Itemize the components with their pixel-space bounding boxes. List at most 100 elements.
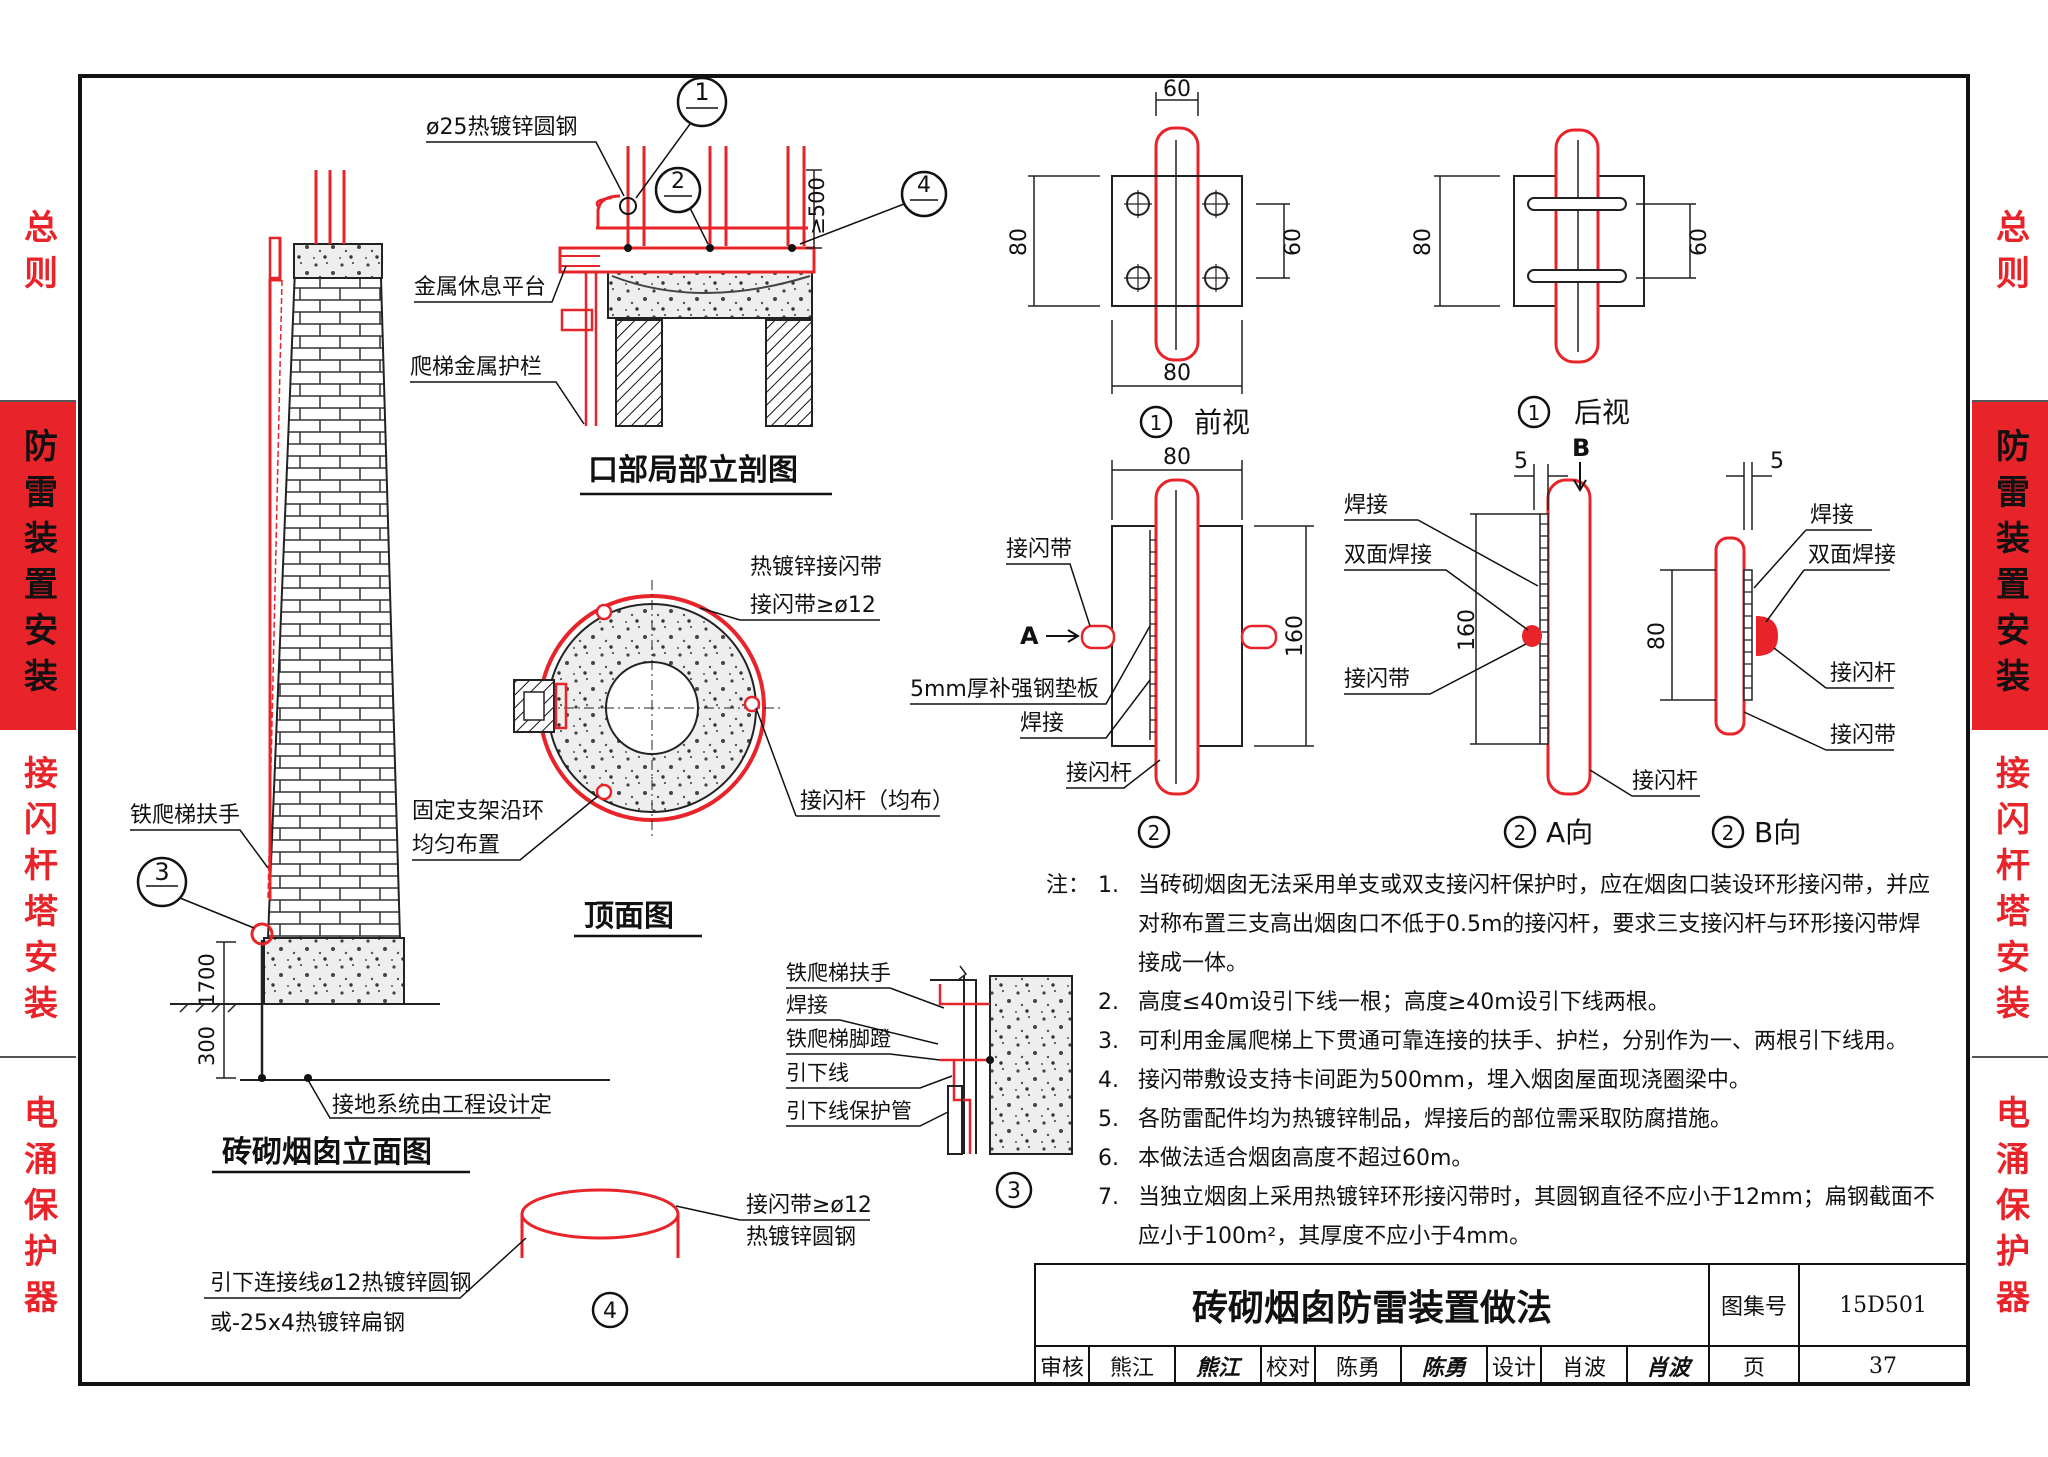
chimney-elevation: 1700 300 3 铁爬梯扶手 接地系统由工程设计定 砖砌烟囱立面图 [130,170,610,1174]
d2b-label: B向 [1754,816,1801,849]
page-number: 37 [1869,1353,1897,1379]
chimney-cap [293,243,383,279]
top-view: 热镀锌接闪带 接闪带≥ø12 固定支架沿环 均匀布置 接闪杆（均布） 顶面图 [412,555,954,938]
page-label: 页 [1742,1356,1765,1381]
elevation-title: 砖砌烟囱立面图 [222,1135,432,1170]
detail-3: 铁爬梯扶手 焊接 铁爬梯脚蹬 引下线 引下线保护管 3 [786,961,1073,1209]
d2-num: 2 [1148,821,1161,845]
note-text: 各防雷配件均为热镀锌制品，焊接后的部位需采取防腐措施。 [1138,1107,1733,1132]
checker-signature: 陈勇 [1421,1355,1466,1381]
d2b-num: 2 [1722,821,1735,845]
tab-general-right[interactable]: 总则 [1972,110,2048,400]
ladder-guardrail [584,272,598,426]
d4-num: 4 [603,1299,617,1324]
lightning-rod-tops [314,170,346,244]
callout-3-circle [136,856,188,908]
tab-divider [0,400,76,402]
front-dim-right: 60 [1281,228,1306,256]
title-block: 砖砌烟囱防雷装置做法 图集号 15D501 审核 熊江 熊江 校对 陈勇 陈勇 … [1034,1263,1968,1385]
designer-signature: 肖波 [1645,1355,1690,1381]
d2a-num: 2 [1514,821,1527,845]
d2a-dim160: 160 [1455,609,1480,651]
label-rod-uniform: 接闪杆（均布） [800,789,954,814]
d2-rod: 接闪杆 [1066,761,1132,786]
d2a-dim5: 5 [1514,449,1528,474]
note-text: 高度≤40m设引下线一根；高度≥40m设引下线两根。 [1138,990,1670,1015]
tab-lightning-right[interactable]: 防雷装置安装 [1972,402,2048,730]
reviewer-signature: 熊江 [1195,1355,1240,1381]
label-grounding: 接地系统由工程设计定 [332,1093,552,1118]
back-num: 1 [1528,401,1541,425]
tab-tower-left[interactable]: 接闪杆塔安装 [0,730,76,1056]
note-item: 7.当独立烟囱上采用热镀锌环形接闪带时，其圆钢直径不应小于12mm；扁钢截面不应… [1098,1185,1935,1249]
drawing-title: 砖砌烟囱防雷装置做法 [1036,1265,1710,1345]
tab-tower-label: 接闪杆塔安装 [17,755,58,1031]
metal-platform [558,246,816,274]
tab-divider [1972,400,2048,402]
note-item: 1.当砖砌烟囱无法采用单支或双支接闪杆保护时，应在烟囱口装设环形接闪带，并应对称… [1098,873,1931,976]
tab-tower-label: 接闪杆塔安装 [1989,755,2030,1031]
d2-plate: 5mm厚补强钢垫板 [910,677,1099,702]
callout-2-num: 2 [671,169,685,194]
front-dim-left: 80 [1007,228,1032,256]
d3-downlead: 引下线 [786,1061,849,1085]
d2a-b-mark: B [1572,434,1590,462]
section-title: 口部局部立剖图 [588,453,798,488]
tab-spd-label: 电涌保护器 [1989,1095,2030,1325]
label-platform: 金属休息平台 [414,275,546,300]
tab-general-left[interactable]: 总则 [0,110,76,400]
note-text: 当独立烟囱上采用热镀锌环形接闪带时，其圆钢直径不应小于12mm；扁钢截面不应小于… [1138,1185,1935,1249]
front-dim-bottom: 80 [1163,361,1191,386]
tab-spd-left[interactable]: 电涌保护器 [0,1060,76,1360]
tab-lightning-label: 防雷装置安装 [17,428,58,704]
atlas-label: 图集号 [1720,1295,1787,1320]
section-cap [607,271,813,319]
top-view-title: 顶面图 [584,899,674,934]
detail-2a: 5 B 160 焊接 双面焊接 接闪带 接闪杆 2 A向 [1344,434,1700,849]
callout-4-num: 4 [917,173,931,198]
chimney-foundation [263,937,405,1005]
d2b-rod: 接闪杆 [1830,661,1896,686]
dim-500: ≥500 [805,177,829,235]
d2-a-mark: A [1020,622,1039,650]
d2b-band: 接闪带 [1830,723,1896,748]
d3-weld: 焊接 [786,993,828,1017]
callout-1-num: 1 [694,78,709,106]
drawing-frame [78,74,1970,1386]
notes-head: 注： [1046,873,1091,898]
label-band-spec: 接闪带≥ø12 [750,593,876,618]
front-num: 1 [1150,411,1163,435]
front-view: 60 80 60 80 1 前视 [1007,77,1306,439]
checker-name: 陈勇 [1335,1356,1380,1381]
dim-300: 300 [195,1026,219,1066]
check-label: 校对 [1265,1356,1310,1381]
back-dim-right: 60 [1687,228,1712,256]
note-text: 接闪带敷设支持卡间距为500mm，埋入烟囱屋面现浇圈梁中。 [1138,1068,1751,1093]
d4-band-material: 热镀锌圆钢 [746,1225,856,1250]
d2b-dim5: 5 [1770,449,1784,474]
back-view: 80 60 1 后视 [1411,128,1712,429]
d2b-weld: 焊接 [1810,503,1854,528]
tab-lightning-left[interactable]: 防雷装置安装 [0,402,76,730]
tab-spd-right[interactable]: 电涌保护器 [1972,1060,2048,1360]
d2b-double-weld: 双面焊接 [1808,543,1896,568]
note-item: 4.接闪带敷设支持卡间距为500mm，埋入烟囱屋面现浇圈梁中。 [1098,1068,1751,1093]
label-band: 热镀锌接闪带 [750,555,882,580]
tab-lightning-label: 防雷装置安装 [1989,428,2030,704]
label-guardrail: 爬梯金属护栏 [410,355,542,380]
d4-down-1: 引下连接线ø12热镀锌圆钢 [210,1271,471,1296]
section-rods [626,146,806,246]
design-label: 设计 [1491,1356,1536,1381]
tab-general-label: 总则 [17,209,58,301]
d2a-double-weld: 双面焊接 [1344,543,1432,568]
d2b-dim80: 80 [1645,622,1670,650]
note-item: 5.各防雷配件均为热镀锌制品，焊接后的部位需采取防腐措施。 [1098,1107,1733,1132]
back-dim-left: 80 [1411,228,1436,256]
atlas-number: 15D501 [1839,1292,1927,1318]
d2-weld: 焊接 [1020,711,1064,736]
d4-band-spec: 接闪带≥ø12 [746,1193,872,1218]
d3-handrail: 铁爬梯扶手 [786,961,891,985]
label-rod-spec: ø25热镀锌圆钢 [426,115,577,140]
tab-tower-right[interactable]: 接闪杆塔安装 [1972,730,2048,1056]
